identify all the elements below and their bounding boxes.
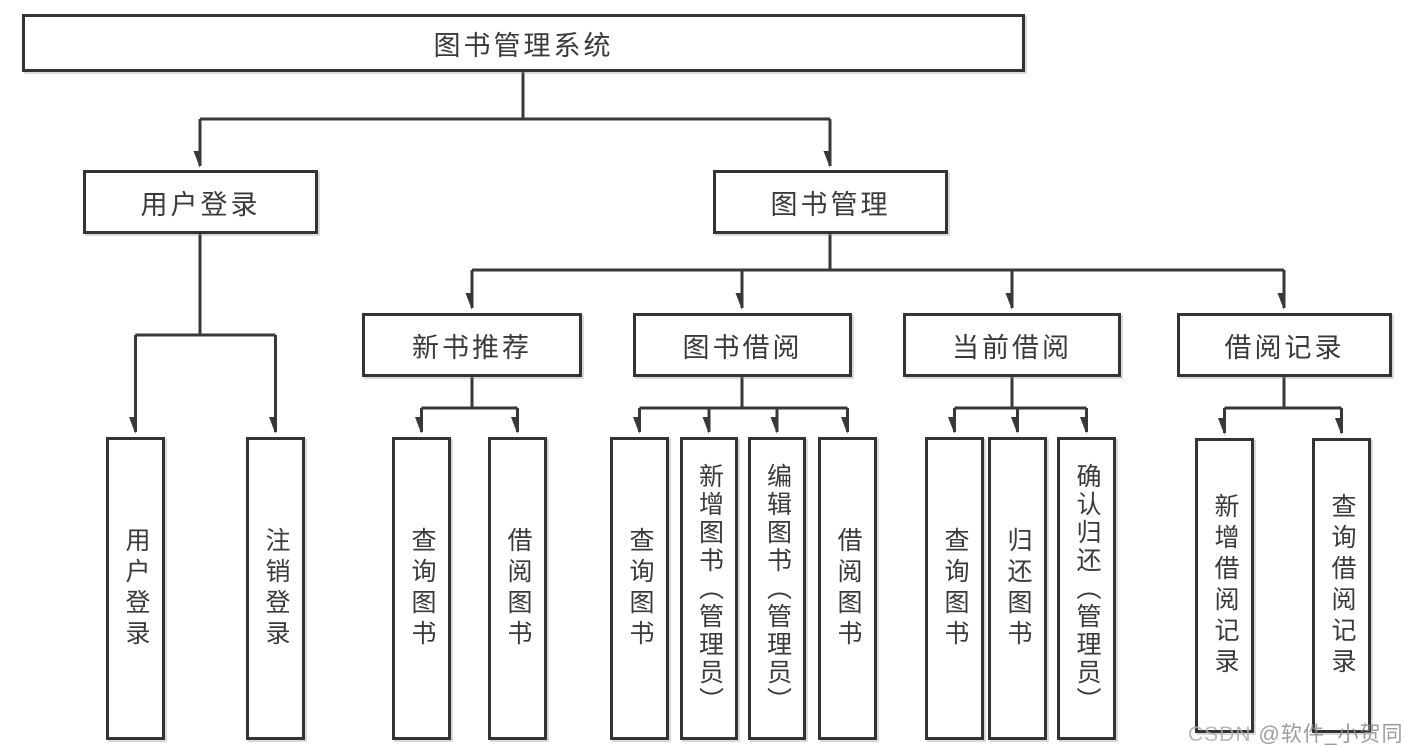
node-leaf-borrow-books: 借阅图书 bbox=[818, 437, 877, 740]
node-leaf-query-borrow-record: 查询借阅记录 bbox=[1312, 438, 1371, 733]
connector-book-borrow-to-leaves bbox=[640, 377, 849, 432]
node-leaf-user-login: 用户登录 bbox=[106, 437, 165, 740]
connector-book-management-to-level3 bbox=[472, 234, 1286, 308]
node-leaf-edit-books-admin: 编辑图书（管理员） bbox=[748, 437, 806, 740]
node-leaf-add-borrow-record: 新增借阅记录 bbox=[1195, 438, 1254, 733]
node-current-borrow: 当前借阅 bbox=[903, 313, 1121, 377]
node-leaf-query-books-current: 查询图书 bbox=[925, 437, 984, 740]
connector-new-books-to-leaves bbox=[422, 377, 519, 432]
node-borrow-records: 借阅记录 bbox=[1177, 313, 1392, 377]
node-leaf-borrow-books-newrec: 借阅图书 bbox=[488, 437, 547, 740]
node-user-login: 用户登录 bbox=[83, 170, 318, 234]
watermark-author: @软件_小贺同学 bbox=[1258, 723, 1405, 746]
node-leaf-return-books: 归还图书 bbox=[988, 437, 1047, 740]
connector-current-borrow-to-leaves bbox=[955, 377, 1088, 432]
watermark-csdn: CSDN bbox=[1188, 723, 1252, 746]
node-leaf-logout: 注销登录 bbox=[246, 437, 305, 740]
node-new-book-recommend: 新书推荐 bbox=[362, 313, 582, 377]
watermark: CSDN @软件_小贺同学 bbox=[1188, 718, 1405, 747]
node-leaf-query-books-borrow: 查询图书 bbox=[610, 437, 669, 740]
node-book-management: 图书管理 bbox=[713, 170, 948, 234]
node-leaf-query-books-newrec: 查询图书 bbox=[392, 437, 451, 740]
node-leaf-confirm-return-admin: 确认归还（管理员） bbox=[1057, 437, 1116, 740]
node-leaf-add-books-admin: 新增图书（管理员） bbox=[680, 437, 738, 740]
node-book-borrow: 图书借阅 bbox=[633, 313, 852, 377]
connector-user-login-to-leaves bbox=[136, 234, 277, 432]
connector-root-to-level2 bbox=[200, 71, 832, 166]
node-system-root: 图书管理系统 bbox=[22, 14, 1025, 72]
connector-borrow-records-to-leaves bbox=[1225, 377, 1343, 433]
